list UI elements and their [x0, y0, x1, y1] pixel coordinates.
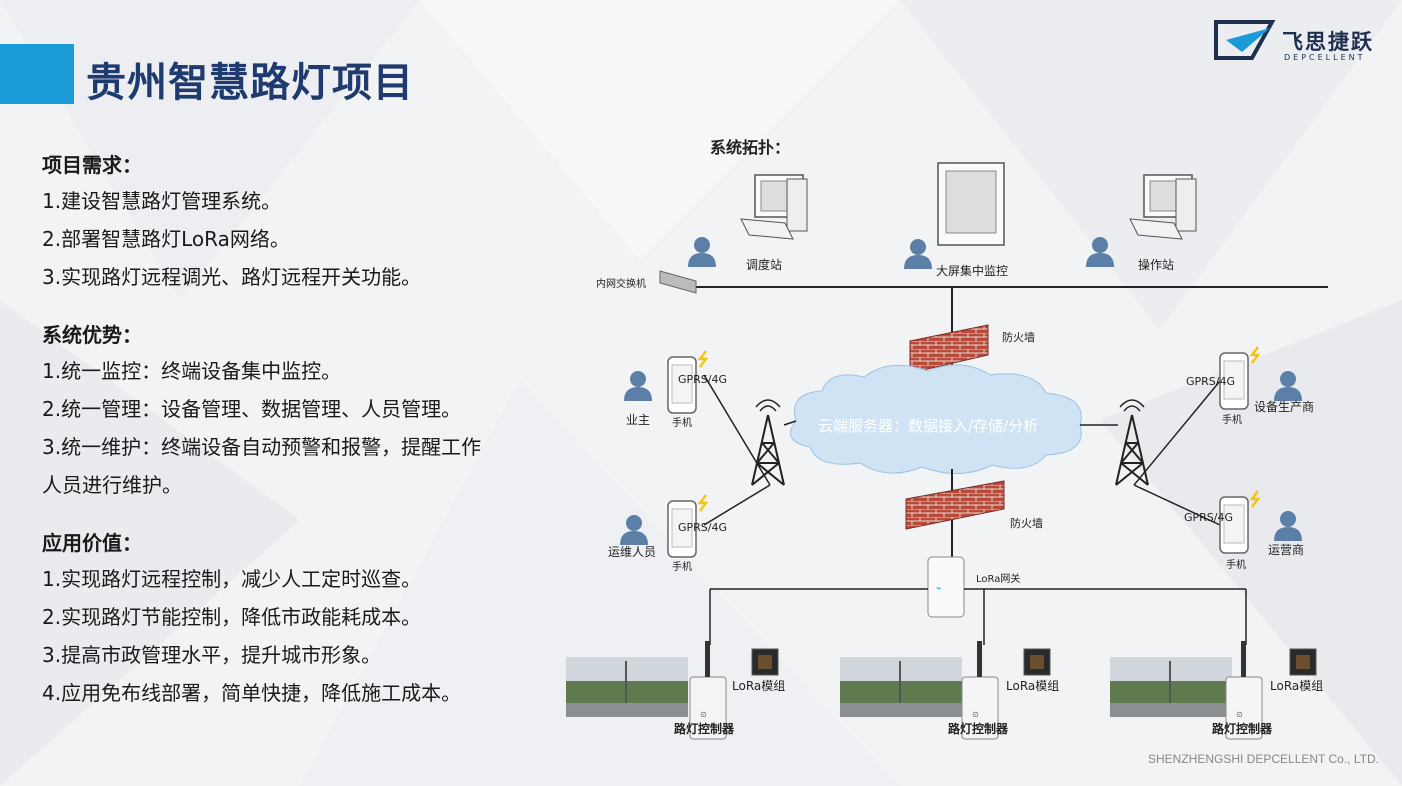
phone-manufacturer: GPRS/4G 手机 设备生产商 [1186, 345, 1314, 426]
computer-icon [740, 174, 808, 240]
person-icon [620, 515, 648, 545]
lora-module-icon [1023, 648, 1051, 676]
person-icon [1274, 371, 1302, 401]
phone-owner: GPRS/4G 手机 业主 [624, 349, 727, 429]
module-label: LoRa模组 [1270, 679, 1323, 693]
section-line: 3.统一维护：终端设备自动预警和报警，提醒工作 [42, 435, 482, 459]
footer-company: SHENZHENGSHI DEPCELLENT Co., LTD. [1148, 752, 1379, 766]
street-photo [565, 656, 689, 718]
gateway-icon [927, 556, 965, 618]
cloud-server: 云端服务器：数据接入/存储/分析 [789, 364, 1082, 475]
gprs-label: GPRS/4G [1184, 511, 1233, 524]
phone-label: 手机 [672, 416, 692, 429]
section-line: 3.提高市政管理水平，提升城市形象。 [42, 643, 382, 667]
station-label: 调度站 [746, 257, 782, 272]
lora-module-icon [1289, 648, 1317, 676]
module-label: LoRa模组 [1006, 679, 1059, 693]
role-label: 设备生产商 [1254, 399, 1314, 414]
firewall-upper: 防火墙 [909, 324, 1035, 374]
role-label: 运营商 [1268, 542, 1304, 557]
title-accent-bar [0, 44, 74, 104]
firewall-icon [909, 324, 989, 374]
cloud-label: 云端服务器：数据接入/存储/分析 [818, 417, 1038, 435]
module-label: LoRa模组 [732, 679, 785, 693]
street-photo [839, 656, 963, 718]
phone-label: 手机 [672, 560, 692, 573]
phone-label: 手机 [1222, 413, 1242, 426]
lora-gateway: ⌁ LoRa网关 [927, 556, 1020, 618]
street-light-group-3: LoRa模组 路灯控制器 [1109, 640, 1323, 740]
person-icon [1086, 237, 1114, 267]
operation-station: 操作站 [1086, 174, 1197, 272]
section-heading: 系统优势： [42, 323, 142, 347]
phone-label: 手机 [1226, 558, 1246, 571]
dispatch-station: 调度站 [688, 174, 808, 272]
svg-text:⌁: ⌁ [936, 584, 941, 594]
station-label: 操作站 [1138, 257, 1174, 272]
switch-label: 内网交换机 [596, 277, 646, 290]
controller-label: 路灯控制器 [674, 721, 735, 736]
big-screen-station: 大屏集中监控 [904, 162, 1008, 278]
section-line: 2.部署智慧路灯LoRa网络。 [42, 227, 290, 251]
logo-name-cn: 飞思捷跃 [1282, 30, 1374, 54]
gprs-label: GPRS/4G [678, 521, 727, 534]
logo-name-en: DEPCELLENT [1284, 53, 1366, 62]
page-title: 贵州智慧路灯项目 [86, 60, 414, 106]
topology-diagram: ⊙ 系统拓扑： 调度站 大屏集中监控 操作站 内网交换机 [565, 138, 1328, 740]
controller-label: 路灯控制器 [948, 721, 1009, 736]
section-line: 人员进行维护。 [42, 473, 182, 497]
phone-carrier: GPRS/4G 手机 运营商 [1184, 489, 1304, 571]
street-light-group-1: LoRa模组 路灯控制器 [565, 640, 785, 740]
computer-icon [1129, 174, 1197, 240]
logo-mark-icon [1214, 20, 1276, 60]
section-line: 2.实现路灯节能控制，降低市政能耗成本。 [42, 605, 422, 629]
diagram-title: 系统拓扑： [710, 138, 790, 157]
gprs-label: GPRS/4G [1186, 375, 1235, 388]
role-label: 运维人员 [608, 545, 656, 559]
section-line: 2.统一管理：设备管理、数据管理、人员管理。 [42, 397, 462, 421]
section-heading: 应用价值： [42, 531, 142, 555]
person-icon [904, 239, 932, 269]
firewall-label: 防火墙 [1010, 516, 1043, 530]
cell-tower-icon [1115, 399, 1149, 486]
person-icon [688, 237, 716, 267]
lora-module-icon [751, 648, 779, 676]
firewall-lower: 防火墙 [905, 480, 1043, 530]
firewall-label: 防火墙 [1002, 330, 1035, 344]
street-light-group-2: LoRa模组 路灯控制器 [839, 640, 1059, 740]
lan-switch: 内网交换机 [596, 270, 697, 294]
street-photo [1109, 656, 1233, 718]
phone-maintenance: GPRS/4G 手机 运维人员 [608, 493, 727, 573]
cell-tower-icon [751, 399, 785, 486]
section-line: 1.统一监控：终端设备集中监控。 [42, 359, 342, 383]
gateway-label: LoRa网关 [976, 572, 1020, 585]
content-sections: 项目需求： 1.建设智慧路灯管理系统。 2.部署智慧路灯LoRa网络。 3.实现… [42, 148, 542, 712]
station-label: 大屏集中监控 [936, 263, 1008, 278]
firewall-icon [905, 480, 1005, 530]
switch-icon [659, 270, 697, 294]
section-line: 1.建设智慧路灯管理系统。 [42, 189, 282, 213]
person-icon [1274, 511, 1302, 541]
role-label: 业主 [626, 413, 650, 427]
section-line: 1.实现路灯远程控制，减少人工定时巡查。 [42, 567, 422, 591]
person-icon [624, 371, 652, 401]
section-line: 4.应用免布线部署，简单快捷，降低施工成本。 [42, 681, 462, 705]
controller-label: 路灯控制器 [1212, 721, 1273, 736]
section-line: 3.实现路灯远程调光、路灯远程开关功能。 [42, 265, 422, 289]
gprs-label: GPRS/4G [678, 373, 727, 386]
section-heading: 项目需求： [42, 153, 142, 177]
company-logo: 飞思捷跃 DEPCELLENT [1212, 18, 1392, 68]
